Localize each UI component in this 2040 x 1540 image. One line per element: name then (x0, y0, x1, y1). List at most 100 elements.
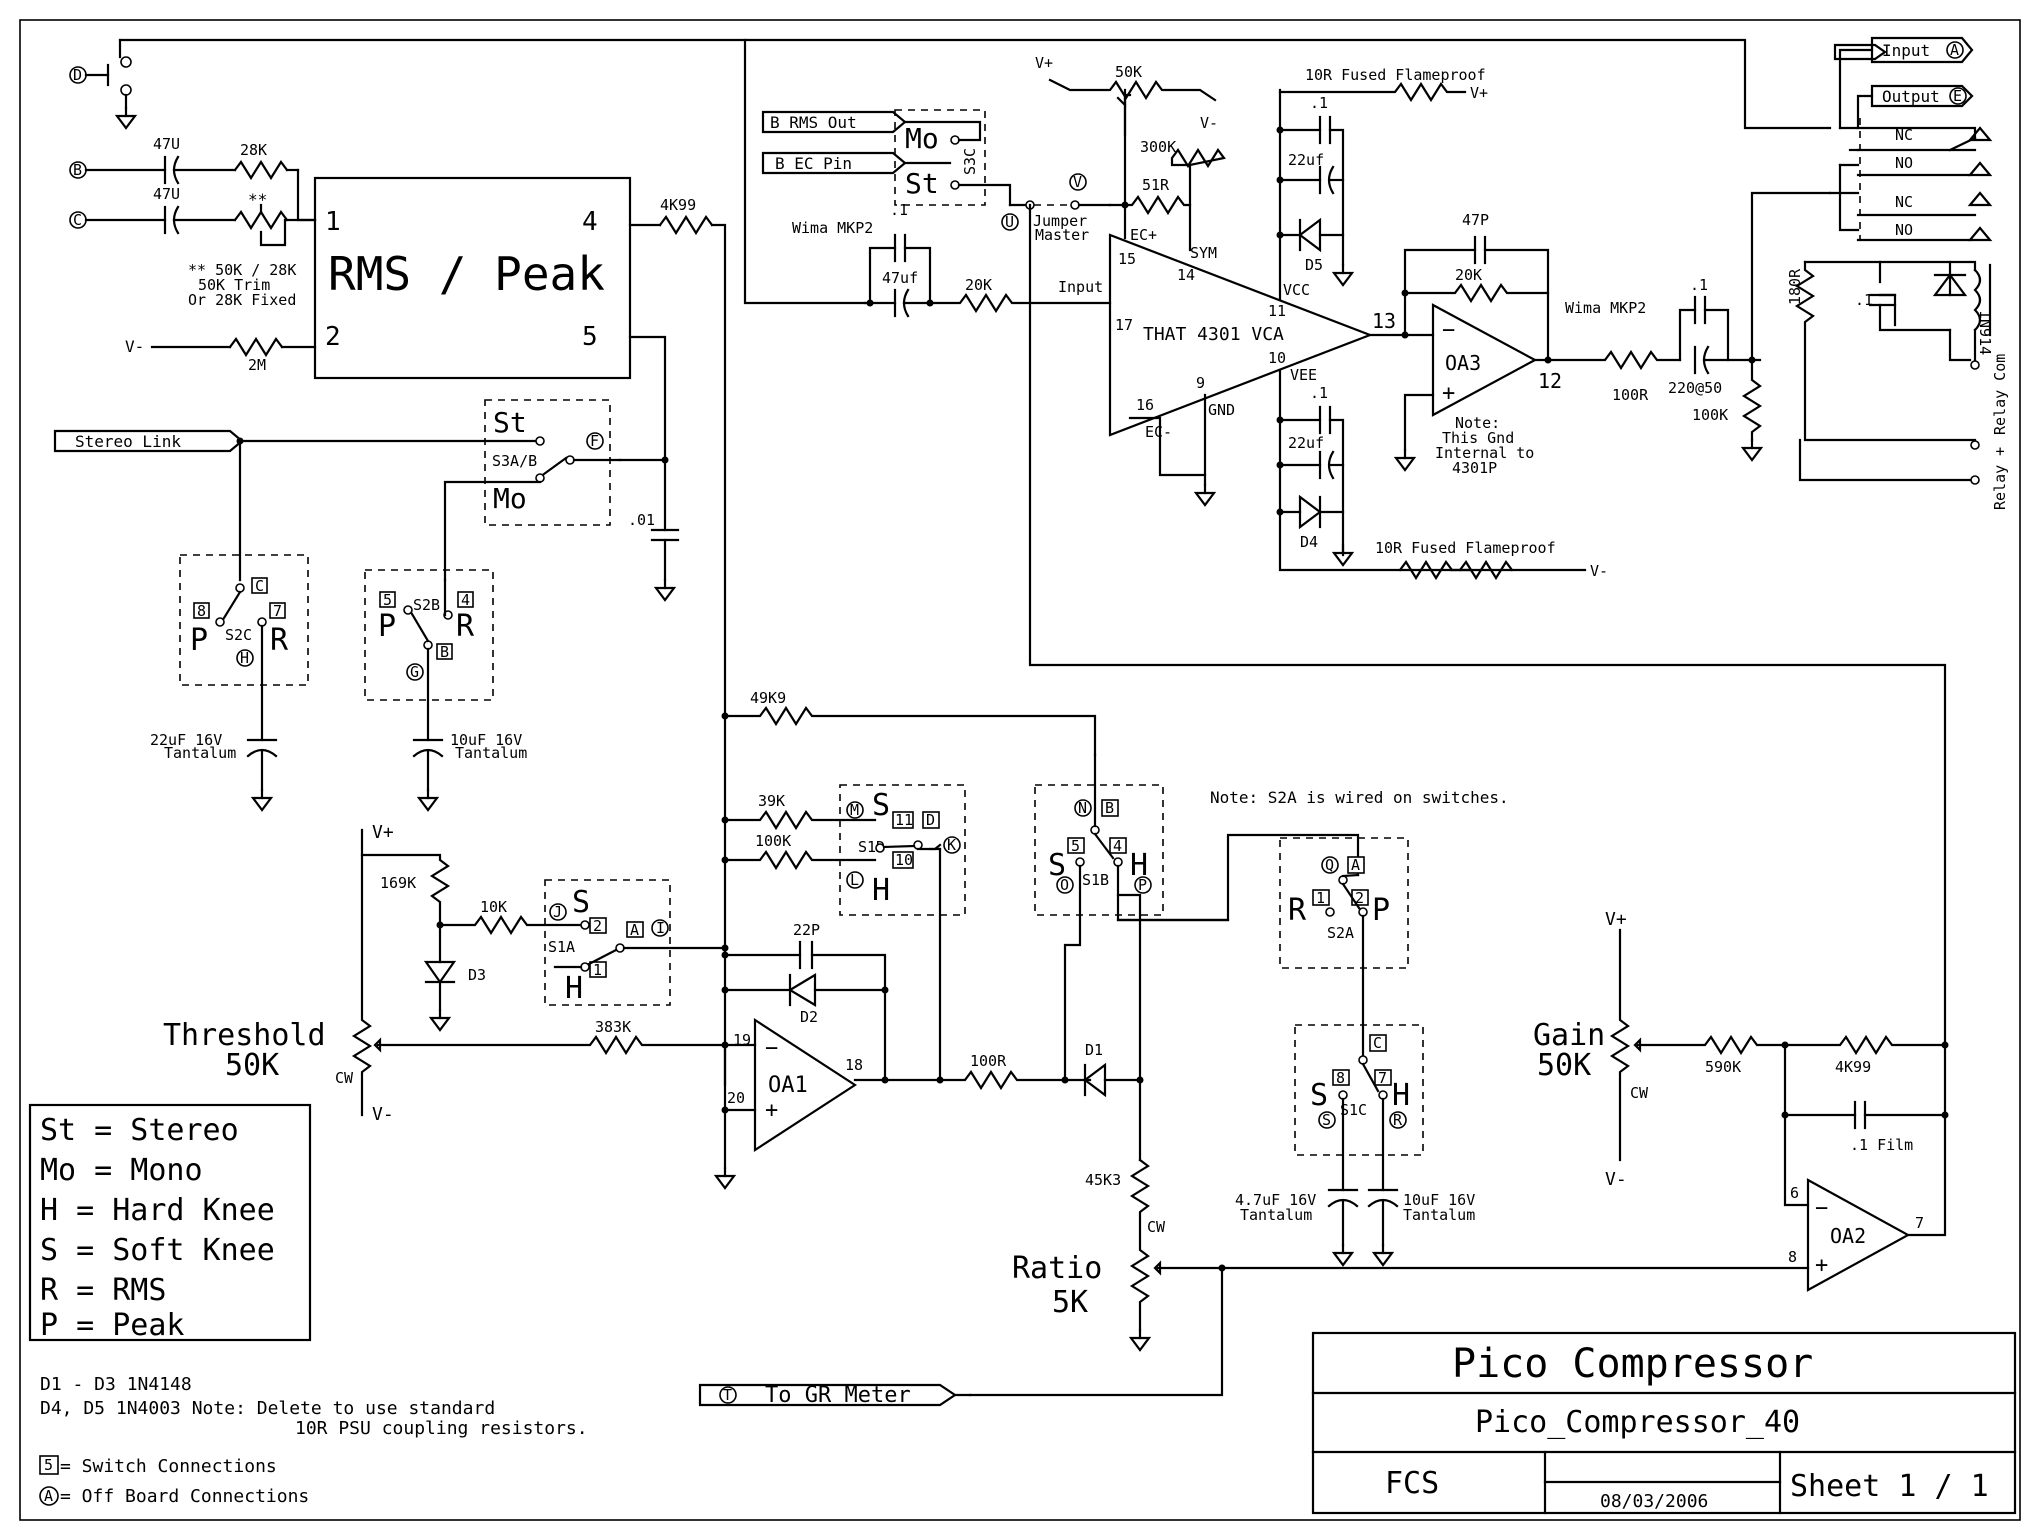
tant10b-tantalum-label: Tantalum (1403, 1206, 1475, 1224)
offboard-d-terminal: D (69, 38, 137, 130)
svg-text:2: 2 (593, 917, 602, 935)
r590k-label: 590K (1705, 1058, 1741, 1076)
r180r-label: 180R (1786, 268, 1804, 305)
svg-text:R: R (456, 609, 475, 644)
svg-text:R: R (1288, 893, 1307, 928)
svg-text:S: S (572, 885, 590, 920)
b-ec-pin-label: B EC Pin (775, 154, 852, 173)
tant47-tantalum-label: Tantalum (1240, 1206, 1312, 1224)
c22uf-bot-label: 22uf (1288, 434, 1324, 452)
svg-text:B: B (1105, 799, 1114, 817)
sym-label: SYM (1190, 244, 1217, 262)
svg-text:P: P (1138, 876, 1147, 894)
svg-text:15: 15 (1118, 250, 1136, 268)
r49k9-label: 49K9 (750, 689, 786, 707)
r100r-out-label: 100R (1612, 386, 1649, 404)
c01-label: .01 (628, 511, 655, 529)
wima-label-1: Wima MKP2 (792, 219, 873, 237)
vminus-threshold: V- (372, 1104, 394, 1125)
svg-text:A: A (630, 921, 639, 939)
trim-label: ** (248, 190, 267, 209)
vee-label: VEE (1290, 366, 1317, 384)
page-border (19, 19, 2021, 1521)
gnd-note-4: 4301P (1452, 459, 1497, 477)
vca-ic (1108, 233, 1374, 437)
legend-r: R = RMS (40, 1273, 166, 1308)
svg-text:L: L (850, 871, 859, 889)
svg-text:U: U (1005, 213, 1014, 231)
svg-text:10: 10 (1268, 349, 1286, 367)
svg-text:H: H (240, 649, 249, 667)
relay2-no: NO (1895, 221, 1913, 239)
svg-text:19: 19 (733, 1031, 751, 1049)
svg-text:H: H (1392, 1078, 1410, 1113)
r2m-label: 2M (248, 356, 266, 374)
svg-text:G: G (410, 663, 419, 681)
relay1-no: NO (1895, 154, 1913, 172)
r300k-label: 300K (1140, 138, 1176, 156)
svg-text:E: E (1953, 87, 1962, 105)
svg-text:K: K (947, 836, 956, 854)
svg-text:+: + (1815, 1253, 1828, 1278)
c1-label-vcc: .1 (1310, 94, 1328, 112)
svg-text:S3A/B: S3A/B (492, 452, 537, 470)
oa2-label: OA2 (1830, 1224, 1866, 1248)
r100r-label: 100R (970, 1052, 1007, 1070)
tant10b-label: 10uF 16V (1403, 1191, 1475, 1209)
r4k99-label: 4K99 (660, 196, 696, 214)
svg-text:Q: Q (1325, 856, 1334, 874)
d4-label: D4 (1300, 533, 1318, 551)
svg-text:A: A (44, 1487, 53, 1505)
s2a-note: Note: S2A is wired on switches. (1210, 788, 1509, 807)
svg-text:10: 10 (895, 851, 913, 869)
r10k-label: 10K (480, 898, 507, 916)
oa1-label: OA1 (768, 1073, 808, 1098)
svg-text:8: 8 (1788, 1248, 1797, 1266)
svg-text:5: 5 (383, 591, 392, 609)
cw-gain: CW (1630, 1084, 1649, 1102)
svg-text:V: V (1073, 173, 1082, 191)
svg-text:11: 11 (1268, 302, 1286, 320)
svg-text:A: A (1950, 41, 1959, 59)
cw-ratio: CW (1147, 1218, 1166, 1236)
svg-text:S: S (1310, 1078, 1328, 1113)
svg-text:S: S (1322, 1111, 1331, 1129)
svg-text:M: M (850, 801, 859, 819)
svg-text:−: − (1815, 1196, 1828, 1221)
switch-s3c-box (894, 109, 986, 206)
svg-text:4: 4 (461, 591, 470, 609)
note-offboard-conn: = Off Board Connections (60, 1486, 309, 1507)
relay1-nc: NC (1895, 126, 1913, 144)
sheet-text: Sheet 1 / 1 (1790, 1469, 1989, 1504)
vca-label: THAT 4301 VCA (1143, 324, 1284, 345)
svg-text:7: 7 (1915, 1214, 1924, 1232)
svg-text:C: C (1373, 1034, 1382, 1052)
svg-text:S1A: S1A (548, 938, 575, 956)
svg-text:St: St (905, 167, 939, 200)
svg-text:H: H (1130, 848, 1148, 883)
svg-text:S2A: S2A (1327, 924, 1354, 942)
svg-text:9: 9 (1196, 374, 1205, 392)
r51r-label: 51R (1142, 176, 1170, 194)
svg-text:13: 13 (1372, 309, 1396, 333)
vminus-gain: V- (1605, 1169, 1627, 1190)
threshold-value: 50K (225, 1048, 279, 1083)
svg-text:1: 1 (593, 961, 602, 979)
svg-text:S1C: S1C (1340, 1101, 1367, 1119)
svg-text:St: St (493, 406, 527, 439)
svg-text:S1B: S1B (1082, 871, 1109, 889)
gnd-label: GND (1208, 401, 1235, 419)
svg-text:18: 18 (845, 1056, 863, 1074)
ratio-value: 5K (1052, 1285, 1088, 1320)
svg-text:N: N (1078, 799, 1087, 817)
svg-text:F: F (590, 432, 599, 450)
legend-st: St = Stereo (40, 1113, 239, 1148)
author-text: FCS (1385, 1466, 1439, 1501)
r100k-out-label: 100K (1692, 406, 1728, 424)
svg-text:11: 11 (895, 811, 913, 829)
input-port (1870, 36, 1974, 64)
c1-label-1: .1 (890, 201, 908, 219)
svg-text:S2C: S2C (225, 626, 252, 644)
r28k-label: 28K (240, 141, 267, 159)
relay-plus-label: Relay + (1991, 447, 2009, 510)
